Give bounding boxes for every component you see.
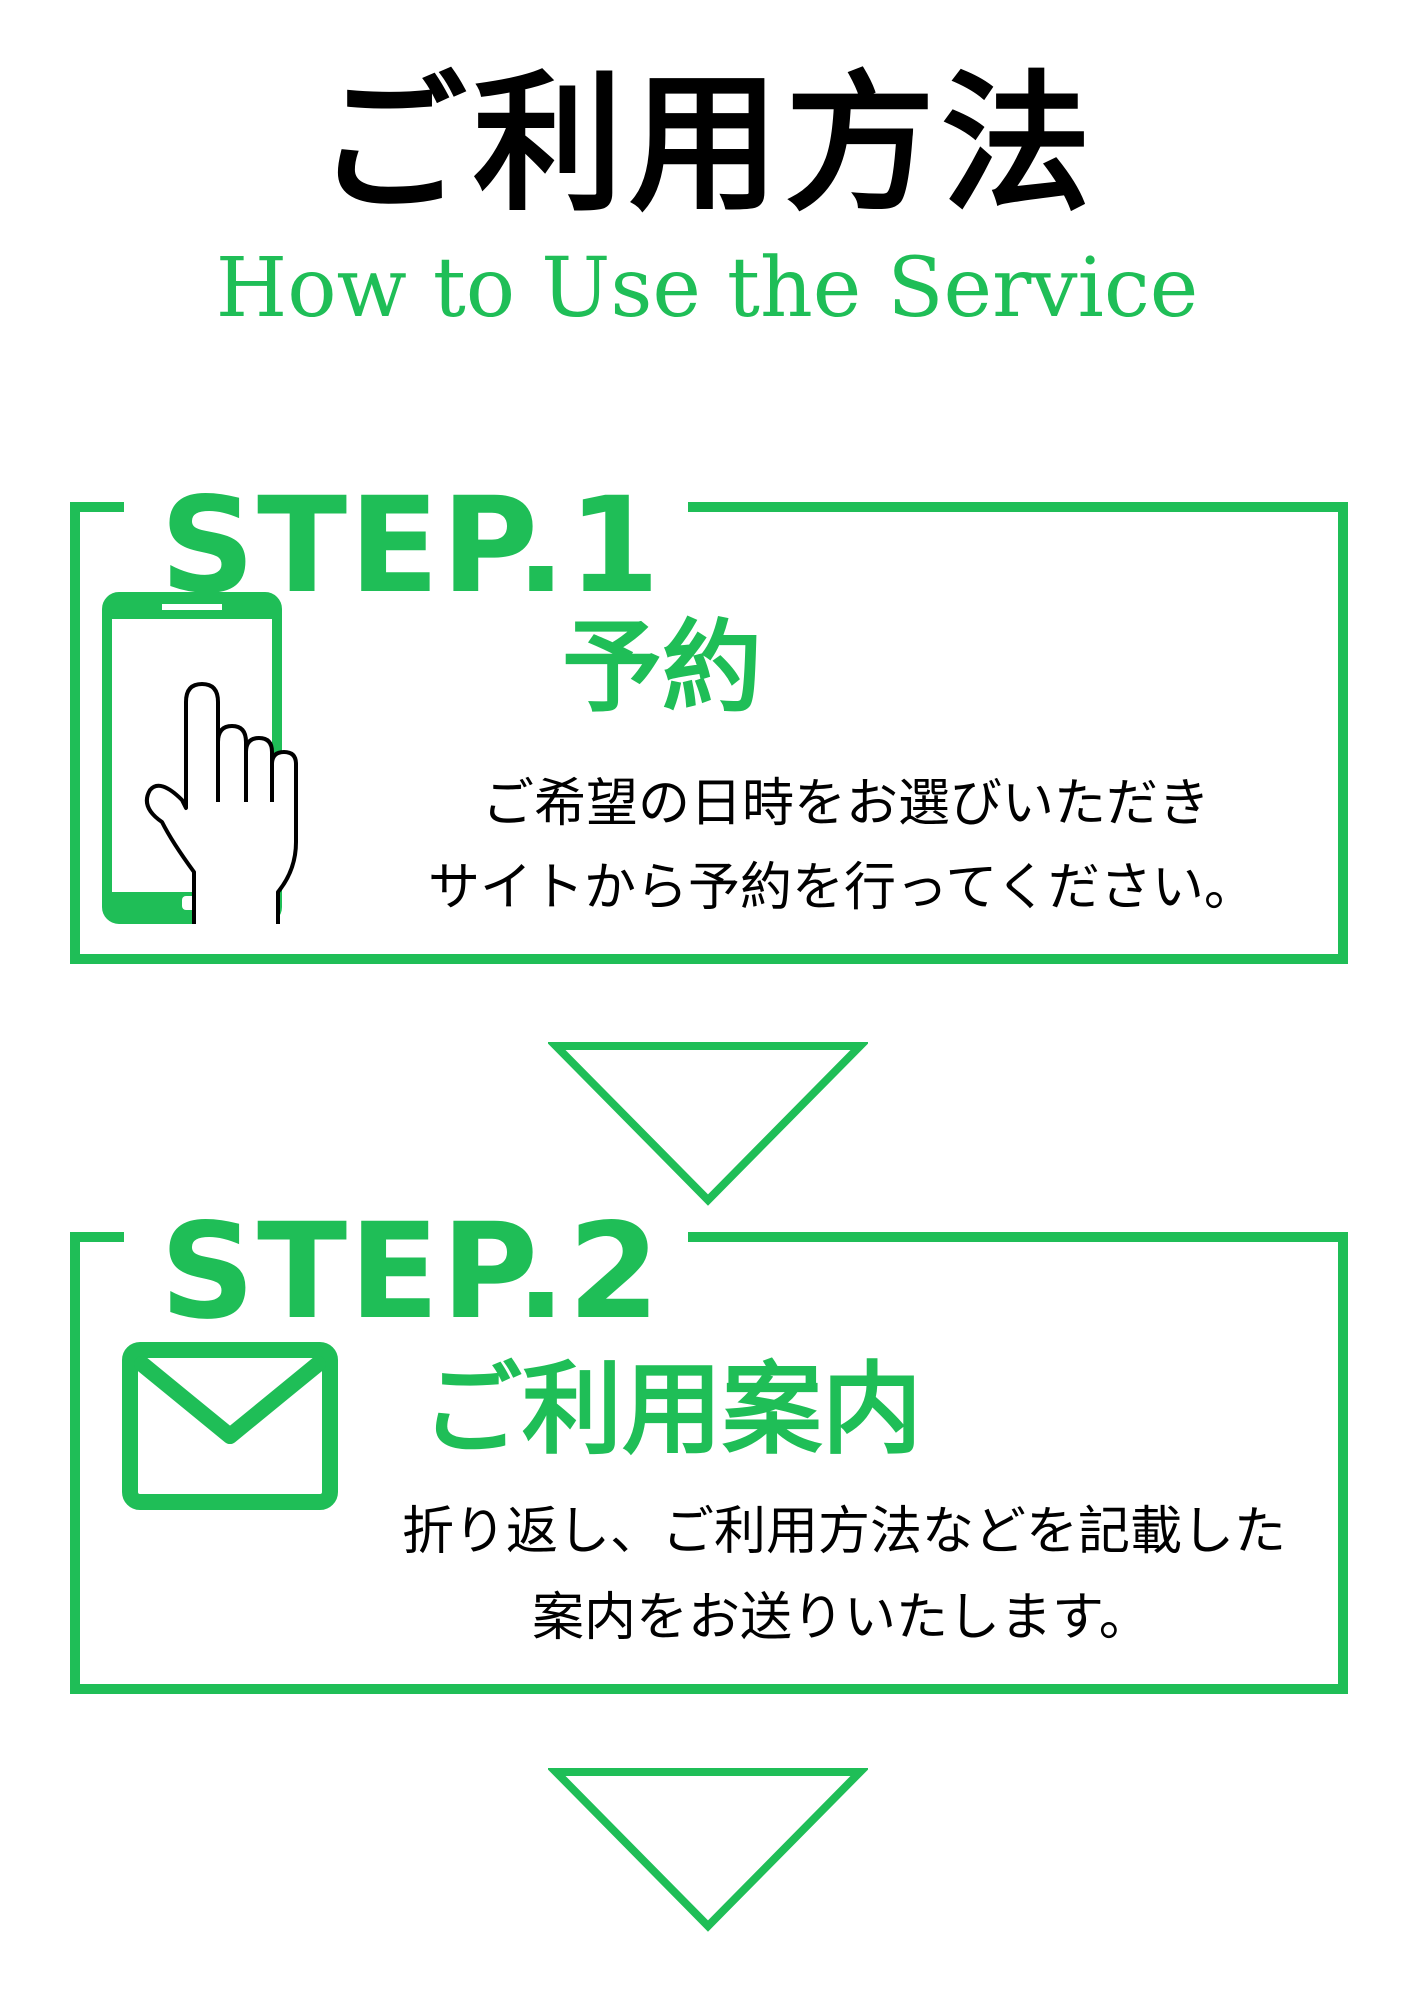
step-1-label: STEP.1 [124, 480, 688, 612]
down-arrow-icon [546, 1040, 870, 1214]
step-2-label: STEP.2 [124, 1206, 688, 1338]
page-title: ご利用方法 [316, 58, 1097, 232]
down-arrow-icon [546, 1766, 870, 1940]
smartphone-tap-icon [102, 592, 322, 932]
page-subtitle: How to Use the Service [215, 241, 1199, 336]
step-1-box [70, 502, 1348, 964]
step-2-heading: ご利用案内 [422, 1351, 922, 1468]
envelope-icon [120, 1340, 340, 1512]
step-1-desc-line-2: サイトから予約を行ってください。 [428, 858, 1256, 918]
step-2-box [70, 1232, 1348, 1694]
step-2-desc-line-1: 折り返し、ご利用方法などを記載した [402, 1502, 1287, 1562]
step-1-desc-line-1: ご希望の日時をお選びいただき [482, 774, 1211, 834]
step-1-heading: 予約 [562, 609, 762, 726]
step-2-desc-line-2: 案内をお送りいたします。 [532, 1588, 1151, 1648]
